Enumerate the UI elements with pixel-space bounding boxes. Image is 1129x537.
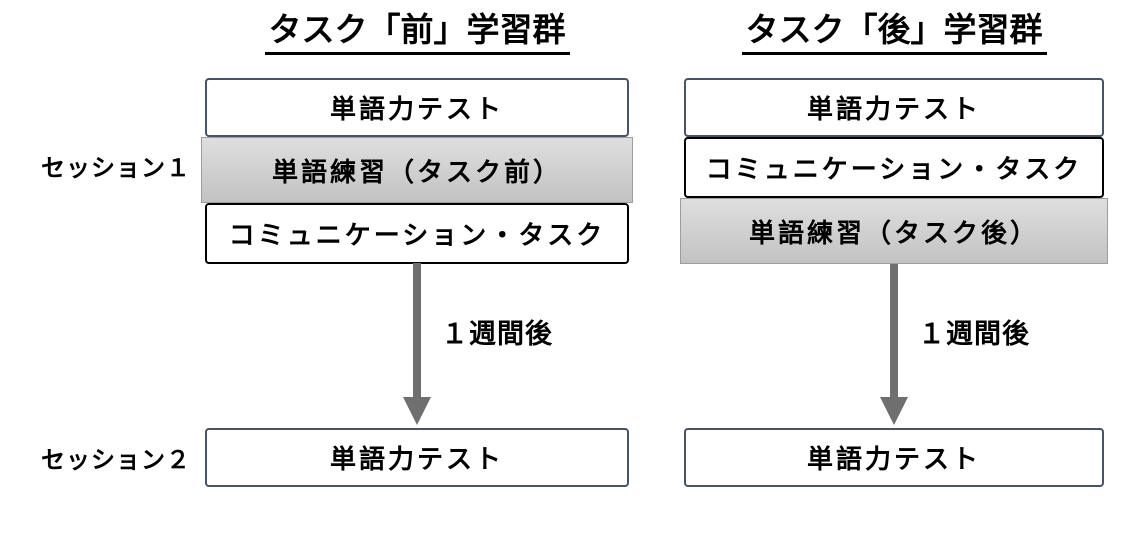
step-box-communication-task: コミュニケーション・タスク	[684, 137, 1104, 198]
step-box-word-practice: 単語練習（タスク前）	[201, 137, 633, 203]
step-label: コミュニケーション・タスク	[228, 220, 606, 250]
step-box-word-practice: 単語練習（タスク後）	[680, 198, 1108, 264]
step-label: コミュニケーション・タスク	[705, 154, 1083, 184]
step-label: 単語練習（タスク後）	[748, 217, 1039, 248]
step-label: 単語力テスト	[329, 94, 504, 124]
step-box-vocab-test-session2: 単語力テスト	[205, 428, 629, 487]
group-title-wrap: タスク「前」学習群	[205, 10, 629, 55]
step-label: 単語力テスト	[329, 444, 504, 474]
step-box-vocab-test: 単語力テスト	[684, 78, 1104, 137]
group-title: タスク「後」学習群	[741, 10, 1047, 55]
interval-label: １週間後	[918, 319, 1030, 349]
group-title: タスク「前」学習群	[264, 10, 570, 55]
session1-step-stack: 単語力テスト コミュニケーション・タスク 単語練習（タスク後）	[680, 78, 1108, 264]
step-label: 単語練習（タスク前）	[271, 156, 562, 187]
down-arrow-icon	[403, 263, 431, 425]
group-title-wrap: タスク「後」学習群	[684, 10, 1104, 55]
step-box-vocab-test: 単語力テスト	[205, 78, 629, 137]
step-box-vocab-test-session2: 単語力テスト	[684, 428, 1104, 487]
step-label: 単語力テスト	[806, 444, 981, 474]
interval-label: １週間後	[441, 319, 553, 349]
session1-step-stack: 単語力テスト 単語練習（タスク前） コミュニケーション・タスク	[201, 78, 633, 264]
group-column-pre-task: タスク「前」学習群 単語力テスト 単語練習（タスク前） コミュニケーション・タス…	[201, 0, 633, 537]
down-arrow-icon	[880, 263, 908, 425]
step-label: 単語力テスト	[806, 94, 981, 124]
session-label-1: セッション１	[41, 155, 191, 182]
group-column-post-task: タスク「後」学習群 単語力テスト コミュニケーション・タスク 単語練習（タスク後…	[680, 0, 1108, 537]
session-label-2: セッション２	[41, 447, 191, 474]
step-box-communication-task: コミュニケーション・タスク	[205, 203, 629, 264]
